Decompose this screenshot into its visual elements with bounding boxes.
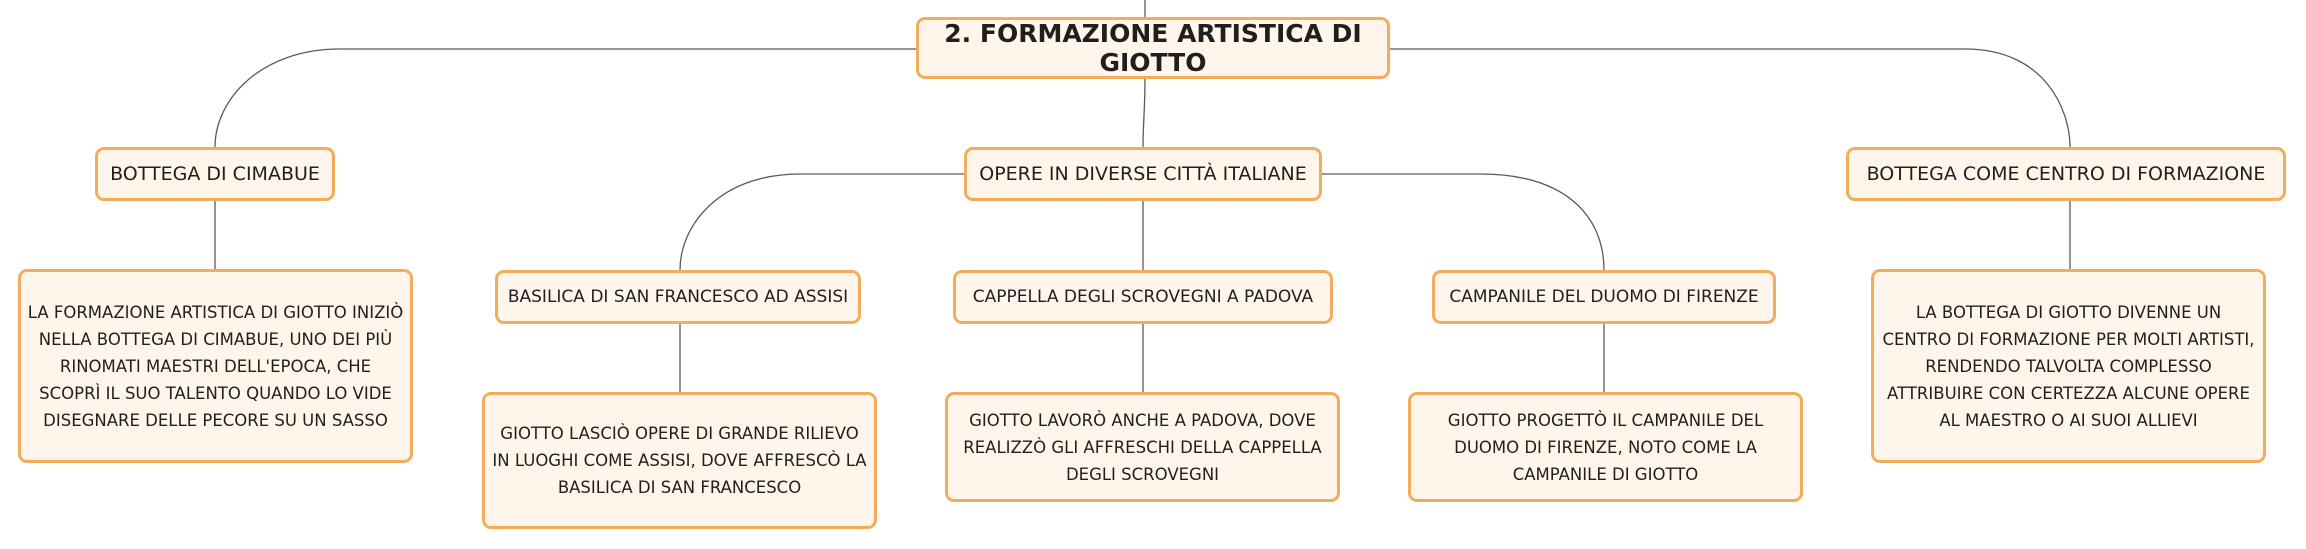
subtopic-campanile-firenze[interactable]: CAMPANILE DEL DUOMO DI FIRENZE [1432, 270, 1776, 324]
connector-root-to-opere [1142, 76, 1146, 148]
description-text: GIOTTO LAVORÒ ANCHE A PADOVA, DOVE REALI… [963, 410, 1322, 484]
topic-bottega-centro-formazione[interactable]: BOTTEGA COME CENTRO DI FORMAZIONE [1846, 147, 2286, 201]
root-node[interactable]: 2. FORMAZIONE ARTISTICA DI GIOTTO [916, 17, 1390, 79]
topic-label: BOTTEGA COME CENTRO DI FORMAZIONE [1866, 163, 2266, 185]
description-text: LA BOTTEGA DI GIOTTO DIVENNE UN CENTRO D… [1882, 302, 2255, 430]
connector-root-to-centro [1390, 48, 2071, 148]
connector-opere-to-firenze [1322, 173, 1605, 271]
description-firenze[interactable]: GIOTTO PROGETTÒ IL CAMPANILE DEL DUOMO D… [1408, 392, 1803, 502]
description-text: LA FORMAZIONE ARTISTICA DI GIOTTO INIZIÒ… [27, 302, 404, 430]
subtopic-label: CAMPANILE DEL DUOMO DI FIRENZE [1449, 287, 1759, 307]
description-centro-formazione[interactable]: LA BOTTEGA DI GIOTTO DIVENNE UN CENTRO D… [1871, 269, 2266, 463]
description-assisi[interactable]: GIOTTO LASCIÒ OPERE DI GRANDE RILIEVO IN… [482, 392, 877, 529]
description-text: GIOTTO PROGETTÒ IL CAMPANILE DEL DUOMO D… [1447, 410, 1764, 484]
description-padova[interactable]: GIOTTO LAVORÒ ANCHE A PADOVA, DOVE REALI… [945, 392, 1340, 502]
topic-opere-in-diverse-citta[interactable]: OPERE IN DIVERSE CITTÀ ITALIANE [964, 147, 1322, 201]
description-text: GIOTTO LASCIÒ OPERE DI GRANDE RILIEVO IN… [492, 424, 867, 497]
topic-label: BOTTEGA DI CIMABUE [110, 163, 320, 185]
subtopic-basilica-assisi[interactable]: BASILICA DI SAN FRANCESCO AD ASSISI [495, 270, 861, 324]
description-cimabue[interactable]: LA FORMAZIONE ARTISTICA DI GIOTTO INIZIÒ… [18, 269, 413, 463]
connector-root-to-cimabue [214, 48, 916, 148]
root-label: 2. FORMAZIONE ARTISTICA DI GIOTTO [944, 19, 1362, 77]
connector-opere-to-assisi [679, 173, 964, 271]
subtopic-label: BASILICA DI SAN FRANCESCO AD ASSISI [507, 287, 849, 307]
topic-label: OPERE IN DIVERSE CITTÀ ITALIANE [979, 163, 1307, 185]
subtopic-cappella-scrovegni[interactable]: CAPPELLA DEGLI SCROVEGNI A PADOVA [953, 270, 1333, 324]
subtopic-label: CAPPELLA DEGLI SCROVEGNI A PADOVA [972, 287, 1314, 307]
topic-bottega-di-cimabue[interactable]: BOTTEGA DI CIMABUE [95, 147, 335, 201]
